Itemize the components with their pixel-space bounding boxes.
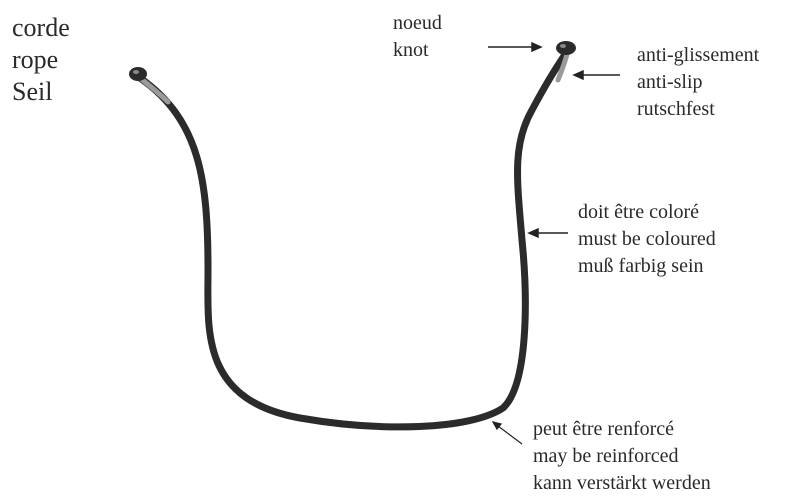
left-knot bbox=[129, 67, 147, 81]
colour-arrow bbox=[527, 227, 568, 239]
reinforced-label-de: kann verstärkt werden bbox=[533, 472, 711, 494]
anti-slip-label-en: anti-slip bbox=[637, 71, 703, 93]
coloured-label-de: muß farbig sein bbox=[578, 255, 704, 277]
reinforced-label-en: may be reinforced bbox=[533, 445, 679, 467]
right-knot bbox=[556, 41, 576, 55]
reinforced-label: peut être renforcé may be reinforced kan… bbox=[533, 416, 711, 497]
rope-label-en: rope bbox=[12, 45, 59, 74]
anti-slip-label-fr: anti-glissement bbox=[637, 44, 760, 66]
rope-label: corde rope Seil bbox=[12, 12, 70, 108]
anti-slip-arrow bbox=[572, 69, 620, 81]
anti-slip-label-de: rutschfest bbox=[637, 98, 715, 120]
knot-label-en: knot bbox=[393, 39, 429, 61]
rope bbox=[136, 46, 572, 431]
knot-label: noeud knot bbox=[393, 10, 442, 64]
rope-label-de: Seil bbox=[12, 77, 53, 106]
rope-label-fr: corde bbox=[12, 13, 70, 42]
anti-slip-label: anti-glissement anti-slip rutschfest bbox=[637, 42, 759, 123]
knot-label-fr: noeud bbox=[393, 12, 442, 34]
reinforced-label-fr: peut être renforcé bbox=[533, 418, 675, 440]
reinforced-arrow bbox=[491, 421, 523, 445]
coloured-label: doit être coloré must be coloured muß fa… bbox=[578, 199, 716, 280]
knot-arrow bbox=[488, 41, 543, 53]
coloured-label-en: must be coloured bbox=[578, 228, 716, 250]
anti-slip-wrap-left bbox=[137, 75, 171, 105]
coloured-label-fr: doit être coloré bbox=[578, 201, 700, 223]
